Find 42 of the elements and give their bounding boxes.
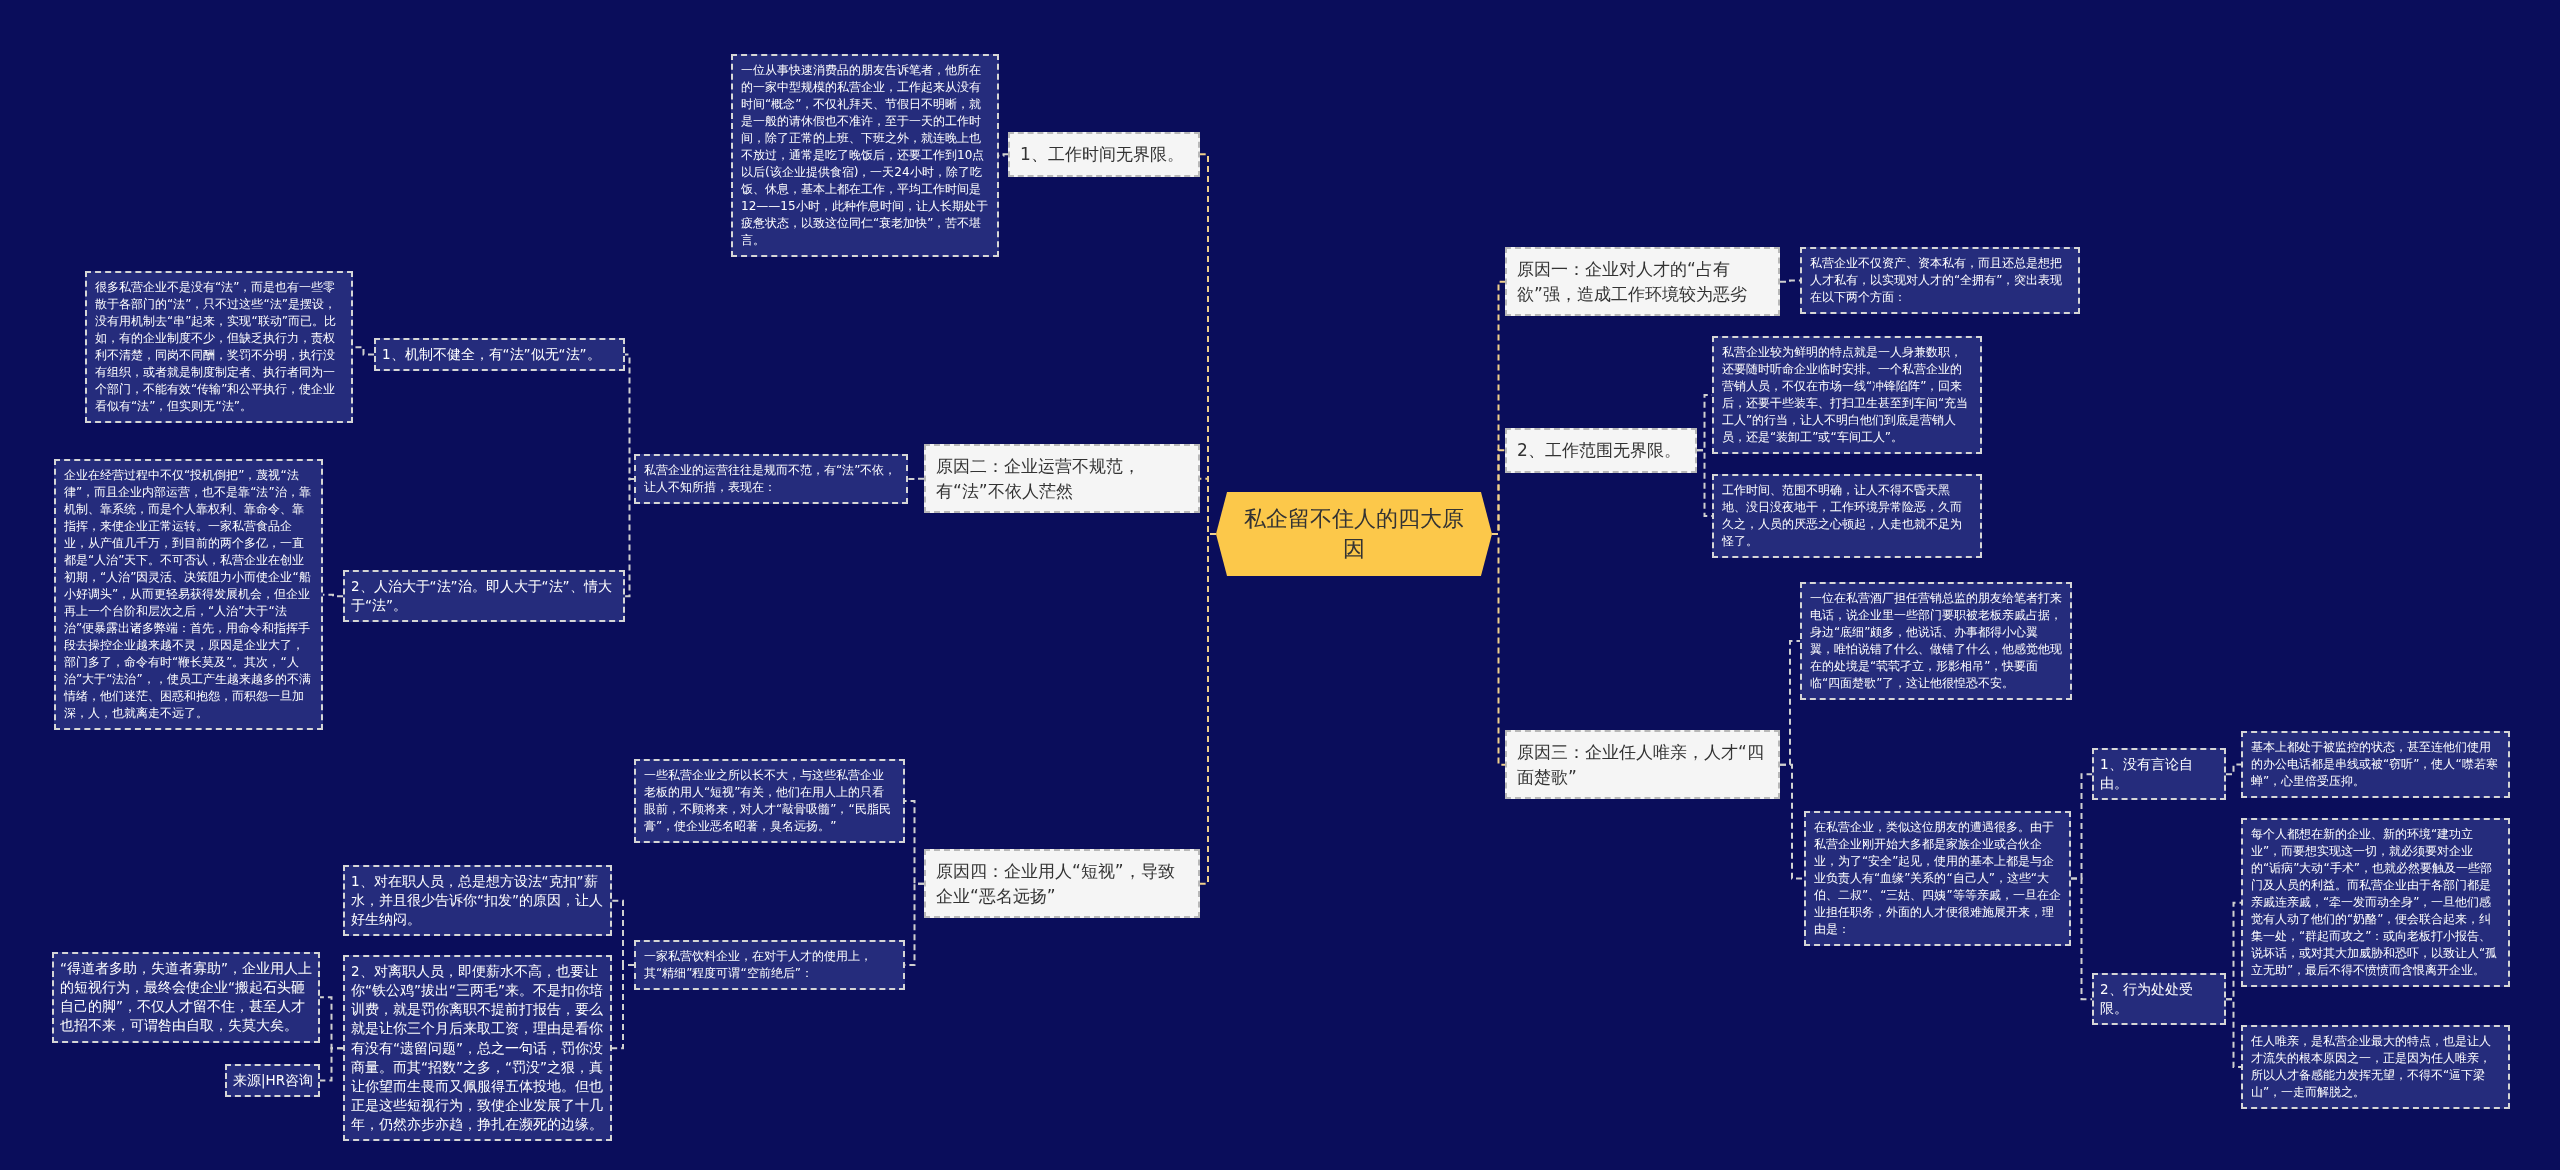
note-box: 2、对离职人员，即便薪水不高，也要让你“铁公鸡”拔出“三两毛”来。不是扣你培训费，就是罚你离职不提前打报告，要么就是让你三个月后来取工资，理由是看你有没有“遗留问题”，总之一句话，罚你没商量。而其“招数”之多，“罚没”之狠，真让你望而生畏而又佩服得五体投地。但也正是这些短视行为，致使企业发展了十几年，仍然亦步亦趋，挣扎在濒死的边缘。 bbox=[343, 955, 612, 1142]
connector bbox=[1779, 279, 1801, 283]
connector bbox=[1696, 449, 1713, 518]
note-box: 每个人都想在新的企业、新的环境“建功立业”，而要想实现这一切，就必须要对企业的“诟病”大动“手术”，也就必然要触及一些部门及人员的利益。而私营企业由于各部门都是亲戚连亲戚，“牵一发而动全身”，一旦他们感觉有人动了他们的“奶酪”，便会联合起来，纠集一处，“群起而攻之”：或向老板打小报告、说坏话，或对其大加威胁和恐吓，以致让人“孤立无助”，最后不得不愤愤而含恨离开企业。 bbox=[2241, 818, 2510, 988]
note-box: 一家私营饮料企业，在对于人才的使用上，其“精细”程度可谓“空前绝后”： bbox=[634, 940, 905, 991]
topic-box: 1、工作时间无界限。 bbox=[1008, 132, 1200, 177]
connector bbox=[2225, 998, 2242, 1069]
note-box: 私营企业较为鲜明的特点就是一人身兼数职，还要随时听命企业临时安排。一个私营企业的营销人员，不仅在市场一线“冲锋陷阵”，回来后，还要干些装车、打扫卫生甚至到车间“充当工人”的行当，让人不明白他们到底是营销人员，还是“装卸工”或“车间工人”。 bbox=[1712, 336, 1982, 455]
central-topic: 私企留不住人的四大原因 bbox=[1216, 492, 1492, 576]
connector bbox=[1199, 533, 1217, 885]
connector bbox=[2070, 877, 2093, 1001]
note-box: 一位从事快速消费品的朋友告诉笔者，他所在的一家中型规模的私营企业，工作起来从没有时间“概念”，不仅礼拜天、节假日不明晰，就是一般的请休假也不准许，至于一天的工作时间，除了正常的上班、下班之外，就连晚上也不放过，通常是吃了晚饭后，还要工作到10点以后(该企业提供食宿)，一天24小时，除了吃饭、休息，基本上都在工作，平均工作时间是12——15小时，此种作息时间，让人长期处于疲惫状态，以致这位同仁“衰老加快”，苦不堪言。 bbox=[731, 54, 999, 258]
topic-box: 2、工作范围无界限。 bbox=[1505, 428, 1697, 473]
topic-box: 原因三：企业任人唯亲，人才“四面楚歌” bbox=[1505, 730, 1780, 800]
note-box: 基本上都处于被监控的状态，甚至连他们使用的办公电话都是串线或被“窃听”，使人“噤若寒蝉”，心里倍受压抑。 bbox=[2241, 731, 2510, 799]
connector bbox=[2225, 763, 2242, 776]
topic-box: 原因一：企业对人才的“占有欲”强，造成工作环境较为恶劣 bbox=[1505, 247, 1780, 317]
connector bbox=[319, 1047, 344, 1082]
topic-box: 原因四：企业用人“短视”，导致企业“恶名远扬” bbox=[924, 849, 1200, 919]
note-box: 2、人治大于“法”治。即人大于“法”、情大于“法”。 bbox=[343, 570, 625, 623]
note-box: 很多私营企业不是没有“法”，而是也有一些零散于各部门的“法”，只不过这些“法”是摆设，没有用机制去“串”起来，实现“联动”而已。比如，有的企业制度不少，但缺乏执行力，责权利不清楚，同岗不同酬，奖罚不分明，执行没有组织，或者就是制度制定者、执行者同为一个部门，不能有效“传输”和公平执行，使企业看似有“法”，但实则无“法”。 bbox=[85, 271, 353, 424]
connector bbox=[1491, 533, 1506, 766]
connector bbox=[1779, 763, 1805, 880]
connector bbox=[322, 593, 344, 598]
note-box: 任人唯亲，是私营企业最大的特点，也是让人才流失的根本原因之一，正是因为任人唯亲，所以人才备感能力发挥无望，不得不“逼下梁山”，一走而解脱之。 bbox=[2241, 1025, 2510, 1110]
note-box: 工作时间、范围不明确，让人不得不昏天黑地、没日没夜地干，工作环境异常险恶，久而久之，人员的厌恶之心顿起，人走也就不足为怪了。 bbox=[1712, 474, 1982, 559]
note-box: 来源|HR咨询 bbox=[225, 1064, 320, 1098]
note-box: 在私营企业，类似这位朋友的遭遇很多。由于私营企业刚开始大多都是家族企业或合伙企业，为了“安全”起见，使用的基本上都是与企业负责人有“血缘”关系的“自己人”，这些“大伯、二叔”、“三姑、四姨”等等亲戚，一旦在企业担任职务，外面的人才便很难施展开来，理由是： bbox=[1804, 811, 2071, 947]
note-box: 一些私营企业之所以长不大，与这些私营企业老板的用人“短视”有关，他们在用人上的只看眼前，不顾将来，对人才“敲骨吸髓”，“民脂民膏”，使企业恶名昭著，臭名远扬。” bbox=[634, 759, 905, 844]
note-box: “得道者多助，失道者寡助”，企业用人上的短视行为，最终会使企业“搬起石头砸自己的脚”，不仅人才留不住，甚至人才也招不来，可谓咎由自取，失莫大矣。 bbox=[52, 952, 320, 1043]
note-box: 1、对在职人员，总是想方设法“克扣”薪水，并且很少告诉你“扣发”的原因，让人好生纳闷。 bbox=[343, 865, 612, 937]
note-box: 企业在经营过程中不仅“投机倒把”，蔑视“法律”，而且企业内部运营，也不是靠“法”治，靠机制、靠系统，而是个人靠权利、靠命令、靠指挥，来使企业正常运转。一家私营食品企业，从产值几千万，到目前的两个多亿，一直都是“人治”天下。不可否认，私营企业在创业初期，“人治”因灵活、决策阻力小而使企业“船小好调头”，从而更轻易获得发展机会，但企业再上一个台阶和层次之后，“人治”大于“法治”便暴露出诸多弊端：首先，用命令和指挥手段去操控企业越来越不灵，原因是企业大了，部门多了，命令有时“鞭长莫及”。其次，“人治”大于“法治”，，使员工产生越来越多的不满情绪，他们迷茫、困惑和抱怨，而积怨一旦加深，人，也就离走不远了。 bbox=[54, 459, 323, 731]
note-box: 1、机制不健全，有“法”似无“法”。 bbox=[374, 338, 625, 372]
connector bbox=[352, 346, 375, 356]
connector bbox=[611, 964, 635, 1050]
topic-box: 原因二：企业运营不规范，有“法”不依人茫然 bbox=[924, 444, 1200, 514]
connector bbox=[907, 477, 925, 481]
note-box: 一位在私营酒厂担任营销总监的朋友给笔者打来电话，说企业里一些部门要职被老板亲戚占据，身边“底细”颇多，他说话、办事都得小心翼翼，唯怕说错了什么、做错了什么，他感觉他现在的处境是“茕茕孑立，形影相吊”，快要面临“四面楚歌”了，这让他很惶恐不安。 bbox=[1800, 582, 2072, 701]
note-box: 私营企业的运营往往是规而不范，有“法”不依，让人不知所措，表现在： bbox=[634, 454, 908, 505]
note-box: 1、没有言论自由。 bbox=[2092, 748, 2226, 801]
note-box: 私营企业不仅资产、资本私有，而且还总是想把人才私有，以实现对人才的“全拥有”，突出表现在以下两个方面： bbox=[1800, 247, 2080, 315]
note-box: 2、行为处处受限。 bbox=[2092, 973, 2226, 1026]
